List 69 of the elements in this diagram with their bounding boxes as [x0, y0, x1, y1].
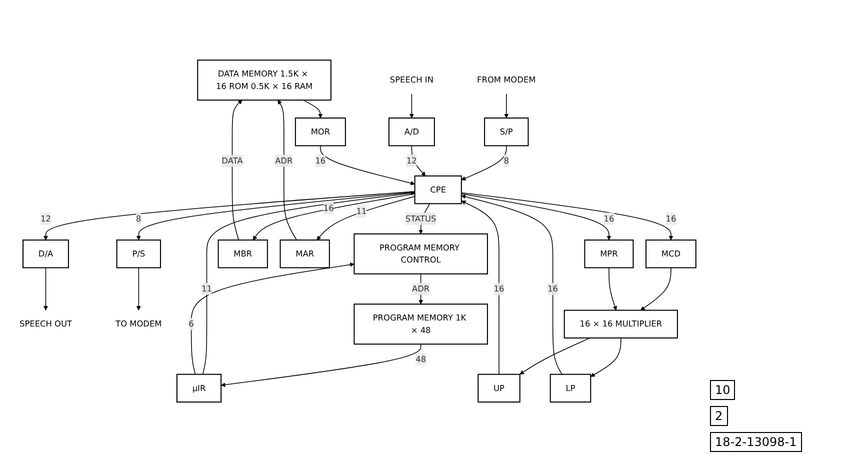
note-label: 10 — [710, 380, 736, 400]
arrow — [418, 273, 424, 304]
arrow — [278, 100, 297, 240]
arrow — [302, 100, 323, 118]
node-box — [354, 304, 488, 345]
edge-label: DATA — [222, 156, 243, 166]
block-diagram: DATA ADR 16 12 8 16 11 12 8 STATUS 16 16 11 ADR 16 16 6 48 DATA MEMORY 1.5K × 16 ROM 0.5K × 16 RAM SPEECH IN FROM MODEM MOR A/D S/P CPE D/A P/S MBR MAR PROGRAM MEMORY CONTROL MPR MCD SPEECH OUT TO MODEM PROGRAM MEMORY 1K × 48 16 × 16 MULTIPLIER μIR UP LP — [0, 56, 700, 406]
arrow — [136, 267, 141, 310]
arrow — [43, 267, 48, 310]
arrow — [43, 191, 416, 240]
edge-label: 12 — [40, 214, 51, 224]
node-box — [294, 117, 346, 146]
arrow — [136, 192, 416, 240]
edge-label: 16 — [323, 203, 334, 214]
arrow — [411, 145, 426, 176]
arrow — [190, 262, 354, 375]
edge-label: 8 — [504, 156, 509, 166]
node-box — [388, 117, 435, 146]
node-box — [484, 117, 529, 146]
node-box — [478, 374, 520, 402]
edge-label: ADR — [275, 156, 293, 166]
node-box — [646, 239, 696, 268]
edge-label: 16 — [494, 284, 504, 294]
edge-label: 8 — [136, 214, 142, 224]
node-box — [354, 233, 488, 274]
node-box — [176, 374, 222, 402]
note-label: 2 — [710, 406, 728, 426]
edge-label: STATUS — [405, 214, 436, 224]
arrow — [202, 190, 415, 375]
edge-label: 16 — [548, 284, 558, 294]
arrow — [504, 93, 509, 118]
arrow — [461, 194, 562, 375]
node-box — [550, 374, 592, 402]
node-box — [280, 239, 330, 268]
node-text: TO MODEM — [116, 318, 162, 329]
arrow — [640, 267, 672, 310]
arrow — [220, 344, 422, 387]
node-box — [564, 310, 678, 338]
arrow — [461, 193, 612, 240]
edge-label: 11 — [356, 206, 367, 216]
node-box — [197, 60, 332, 101]
arrow — [232, 100, 242, 240]
node-box — [116, 239, 161, 268]
arrow — [252, 193, 416, 240]
arrow — [461, 145, 507, 180]
node-text: FROM MODEM — [477, 74, 536, 85]
arrow — [320, 145, 415, 186]
edge-label: 16 — [666, 214, 676, 224]
node-box — [584, 239, 634, 268]
note-label: 18-2-13098-1 — [710, 432, 802, 452]
edge-label: 16 — [604, 214, 614, 224]
node-text: SPEECH IN — [390, 74, 434, 85]
node-text: SPEECH OUT — [19, 318, 72, 329]
arrow — [316, 196, 416, 240]
edge-label: 11 — [202, 284, 212, 294]
node-box — [22, 239, 69, 268]
edge-label: 16 — [315, 156, 326, 166]
edge-label: 12 — [406, 156, 417, 166]
arrow — [520, 338, 590, 374]
edge-label: 6 — [188, 318, 194, 329]
arrow — [590, 338, 622, 377]
edge-label: ADR — [412, 284, 430, 294]
arrow — [608, 267, 617, 310]
arrow — [461, 192, 674, 240]
node-box — [414, 175, 462, 204]
node-box — [218, 239, 268, 268]
arrow — [461, 200, 500, 375]
edge-label: 48 — [416, 354, 426, 364]
arrow — [409, 93, 414, 118]
